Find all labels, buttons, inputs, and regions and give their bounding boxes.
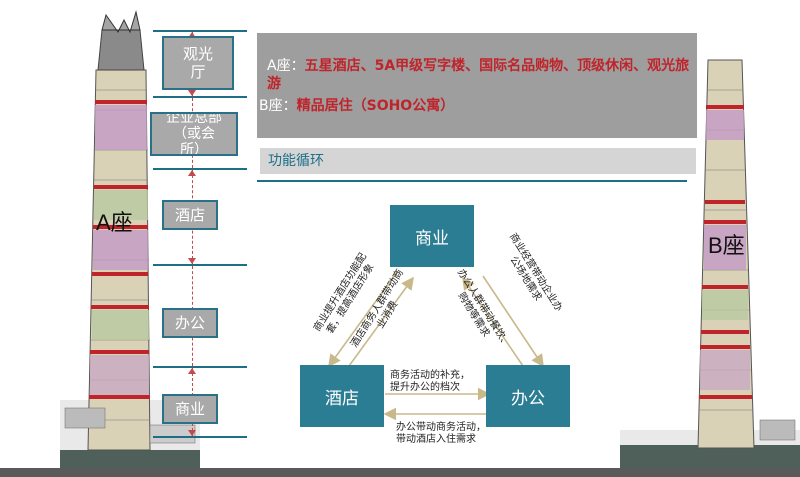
zone-office: 办公: [162, 308, 218, 338]
tower-a-prefix: A座：: [267, 58, 305, 74]
info-panel: A座：五星酒店、5A甲级写字楼、国际名品购物、顶级休闲、观光旅游 B座：精品居住…: [257, 33, 697, 138]
node-commerce: 商业: [390, 205, 474, 267]
tower-a-illustration: [60, 10, 200, 468]
tower-b-description: B座：精品居住（SOHO公寓）: [259, 97, 689, 115]
cycle-arrows: [328, 271, 544, 421]
zone-divider: [153, 168, 247, 170]
arrow-up-icon: [188, 368, 196, 374]
arrow-down-icon: [188, 90, 196, 96]
arrow-down-icon: [188, 430, 196, 436]
node-hotel: 酒店: [300, 365, 384, 427]
tower-b-functions: 精品居住（SOHO公寓）: [296, 98, 455, 114]
section-title: 功能循环: [260, 148, 696, 174]
tower-b-label: B座: [708, 233, 745, 258]
tower-a-description: A座：五星酒店、5A甲级写字楼、国际名品购物、顶级休闲、观光旅游: [267, 57, 692, 93]
relation-hotel-to-office: 商务活动的补充，提升办公的档次: [390, 370, 470, 393]
zone-divider: [153, 96, 247, 98]
bottom-bar: [0, 468, 800, 477]
zone-divider: [153, 30, 247, 32]
zone-divider: [153, 366, 247, 368]
arrow-up-icon: [188, 32, 196, 38]
tower-b-illustration: [620, 50, 800, 468]
zone-hotel: 酒店: [162, 200, 218, 230]
node-office: 办公: [486, 365, 570, 427]
zone-divider: [153, 264, 247, 266]
zone-observation-deck: 观光 厅: [162, 36, 234, 90]
tower-a-label: A座: [96, 210, 133, 235]
zone-commerce: 商业: [162, 394, 218, 424]
arrow-down-icon: [188, 258, 196, 264]
arrow-up-icon: [188, 170, 196, 176]
relation-office-to-hotel: 办公带动商务活动，带动酒店入住需求: [396, 422, 486, 445]
tower-b-prefix: B座：: [259, 98, 297, 114]
tower-a-functions: 五星酒店、5A甲级写字楼、国际名品购物、顶级休闲、观光旅游: [267, 58, 690, 92]
zone-corporate-hq: 企业总部 （或会 所）: [150, 112, 238, 156]
section-rule: [257, 180, 687, 182]
zone-divider: [153, 436, 247, 438]
